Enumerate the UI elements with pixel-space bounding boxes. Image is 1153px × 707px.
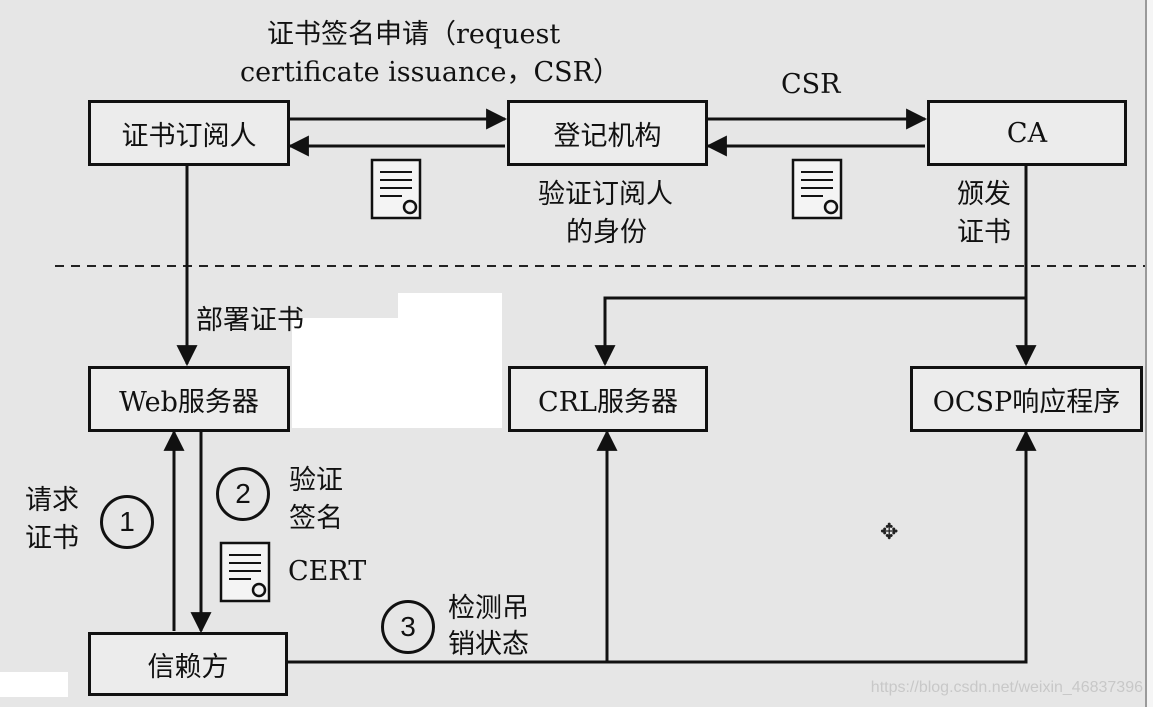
label-csr-request-line1: 证书签名申请（request	[267, 19, 561, 50]
step-marker-1: 1	[100, 495, 154, 549]
box-crl-server: CRL服务器	[508, 366, 708, 432]
box-relying-party: 信赖方	[88, 632, 288, 696]
certificate-icon-3	[219, 541, 271, 603]
line-ca-issue	[594, 166, 1028, 367]
white-patch	[398, 293, 502, 323]
label-verify-sig-line2: 签名	[289, 503, 343, 534]
certificate-icon-2	[791, 158, 843, 220]
step-marker-3: 3	[381, 600, 435, 654]
label-cert: CERT	[288, 556, 367, 587]
line-check-revocation	[288, 429, 1037, 664]
move-cursor-icon: ✥	[880, 520, 899, 545]
box-registration-authority: 登记机构	[507, 100, 708, 166]
label-verify-sig-line1: 验证	[289, 465, 343, 496]
white-patch	[292, 318, 502, 428]
label-check-revocation-line2: 销状态	[448, 629, 529, 660]
box-web-server: Web服务器	[88, 366, 290, 432]
box-ca: CA	[927, 100, 1127, 166]
label-request-cert-line2: 证书	[25, 523, 79, 554]
label-csr-request-line2: certificate issuance，CSR）	[240, 57, 620, 88]
label-verify-identity-line1: 验证订阅人	[538, 179, 673, 210]
label-request-cert-line1: 请求	[25, 485, 79, 516]
label-csr: CSR	[781, 69, 841, 100]
window-edge	[1145, 0, 1153, 707]
label-issue-cert-line1: 颁发	[957, 179, 1011, 210]
white-patch	[0, 672, 68, 697]
box-subscriber: 证书订阅人	[88, 100, 290, 166]
label-check-revocation-line1: 检测吊	[448, 593, 529, 624]
label-deploy-cert: 部署证书	[196, 305, 304, 336]
box-ocsp-responder: OCSP响应程序	[910, 366, 1143, 432]
label-issue-cert-line2: 证书	[957, 217, 1011, 248]
watermark: https://blog.csdn.net/weixin_46837396	[870, 679, 1143, 696]
label-verify-identity-line2: 的身份	[566, 217, 647, 248]
step-marker-2: 2	[216, 467, 270, 521]
certificate-icon-1	[370, 158, 422, 220]
